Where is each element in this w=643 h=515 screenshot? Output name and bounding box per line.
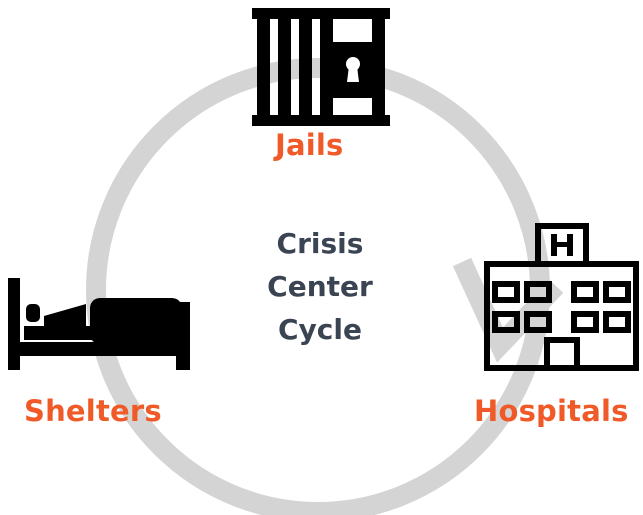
cycle-title-line-1: Crisis [276, 227, 364, 260]
jail-icon [252, 8, 390, 126]
bed-icon [8, 278, 190, 370]
jails-label: Jails [275, 128, 344, 162]
cycle-title: Crisis Center Cycle [220, 222, 420, 351]
hospital-icon [484, 223, 639, 371]
cycle-arrowhead [452, 257, 564, 363]
shelters-label: Shelters [24, 394, 162, 428]
hospitals-label: Hospitals [474, 394, 629, 428]
cycle-title-line-2: Center [267, 270, 373, 303]
cycle-title-line-3: Cycle [278, 313, 362, 346]
